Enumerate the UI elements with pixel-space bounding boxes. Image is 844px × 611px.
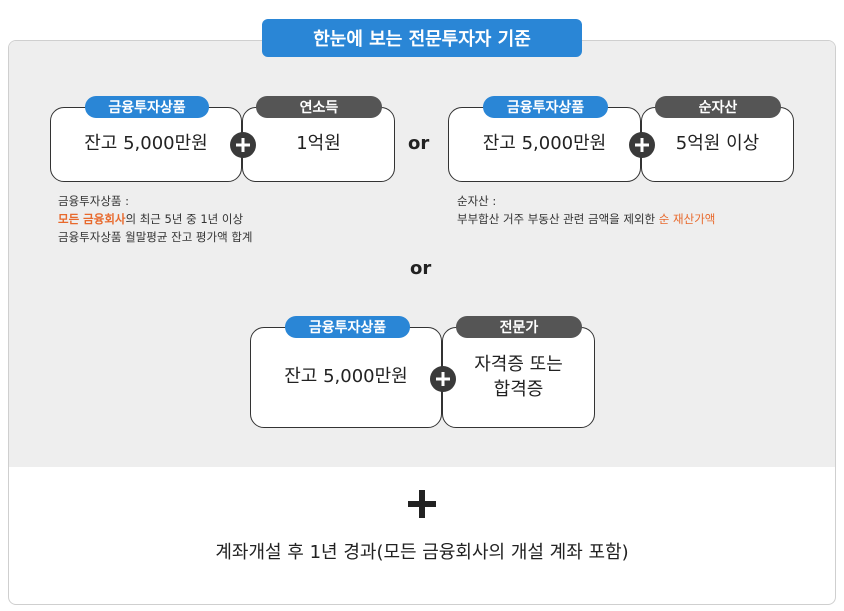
group2-note-line2-rest: 부부합산 거주 부동산 관련 금액을 제외한: [457, 212, 659, 226]
group1-income-tag: 연소득: [256, 96, 382, 118]
page-title: 한눈에 보는 전문투자자 기준: [262, 19, 582, 57]
group3-expert-line1: 자격증 또는: [474, 354, 563, 376]
plus-circle-icon: [629, 132, 655, 158]
group2-note-highlight: 순 재산가액: [658, 212, 716, 226]
group1-note: 금융투자상품 : 모든 금융회사의 최근 5년 중 1년 이상 금융투자상품 월…: [58, 192, 252, 246]
group1-financial-tag: 금융투자상품: [85, 96, 209, 118]
group1-note-line3: 금융투자상품 월말평균 잔고 평가액 합계: [58, 230, 253, 244]
group1-income-value: 1억원: [296, 133, 341, 155]
group2-financial-box: 잔고 5,000만원: [448, 107, 641, 182]
group1-financial-box: 잔고 5,000만원: [50, 107, 242, 182]
group2-financial-value: 잔고 5,000만원: [482, 133, 607, 155]
group2-netasset-box: 5억원 이상: [641, 107, 794, 182]
group2-netasset-value: 5억원 이상: [675, 133, 760, 155]
group2-note: 순자산 : 부부합산 거주 부동산 관련 금액을 제외한 순 재산가액: [457, 192, 715, 228]
group3-expert-line2: 합격증: [493, 378, 544, 400]
group1-income-box: 1억원: [242, 107, 395, 182]
group3-financial-box: 잔고 5,000만원: [250, 327, 442, 428]
group2-note-line1: 순자산 :: [457, 194, 497, 208]
group2-netasset-tag: 순자산: [655, 96, 781, 118]
group2-note-line2: 부부합산 거주 부동산 관련 금액을 제외한 순 재산가액: [457, 210, 715, 228]
group3-financial-value: 잔고 5,000만원: [284, 366, 408, 388]
group1-note-line1: 금융투자상품 :: [58, 194, 130, 208]
group1-note-line2-rest: 의 최근 5년 중 1년 이상: [125, 212, 244, 226]
group3-expert-value: 자격증 또는 합격증: [474, 353, 563, 402]
or-label: or: [410, 258, 432, 279]
footer-condition: 계좌개설 후 1년 경과(모든 금융회사의 개설 계좌 포함): [215, 542, 629, 563]
plus-icon: [408, 490, 436, 518]
group3-expert-box: 자격증 또는 합격증: [442, 327, 595, 428]
group1-financial-value: 잔고 5,000만원: [84, 133, 208, 155]
group3-financial-tag: 금융투자상품: [285, 316, 410, 338]
plus-circle-icon: [230, 132, 256, 158]
group1-note-line2: 모든 금융회사의 최근 5년 중 1년 이상: [58, 210, 252, 228]
group2-financial-tag: 금융투자상품: [483, 96, 608, 118]
or-label: or: [408, 133, 430, 154]
plus-circle-icon: [430, 366, 456, 392]
group3-expert-tag: 전문가: [456, 316, 582, 338]
group1-note-highlight: 모든 금융회사: [58, 212, 126, 226]
